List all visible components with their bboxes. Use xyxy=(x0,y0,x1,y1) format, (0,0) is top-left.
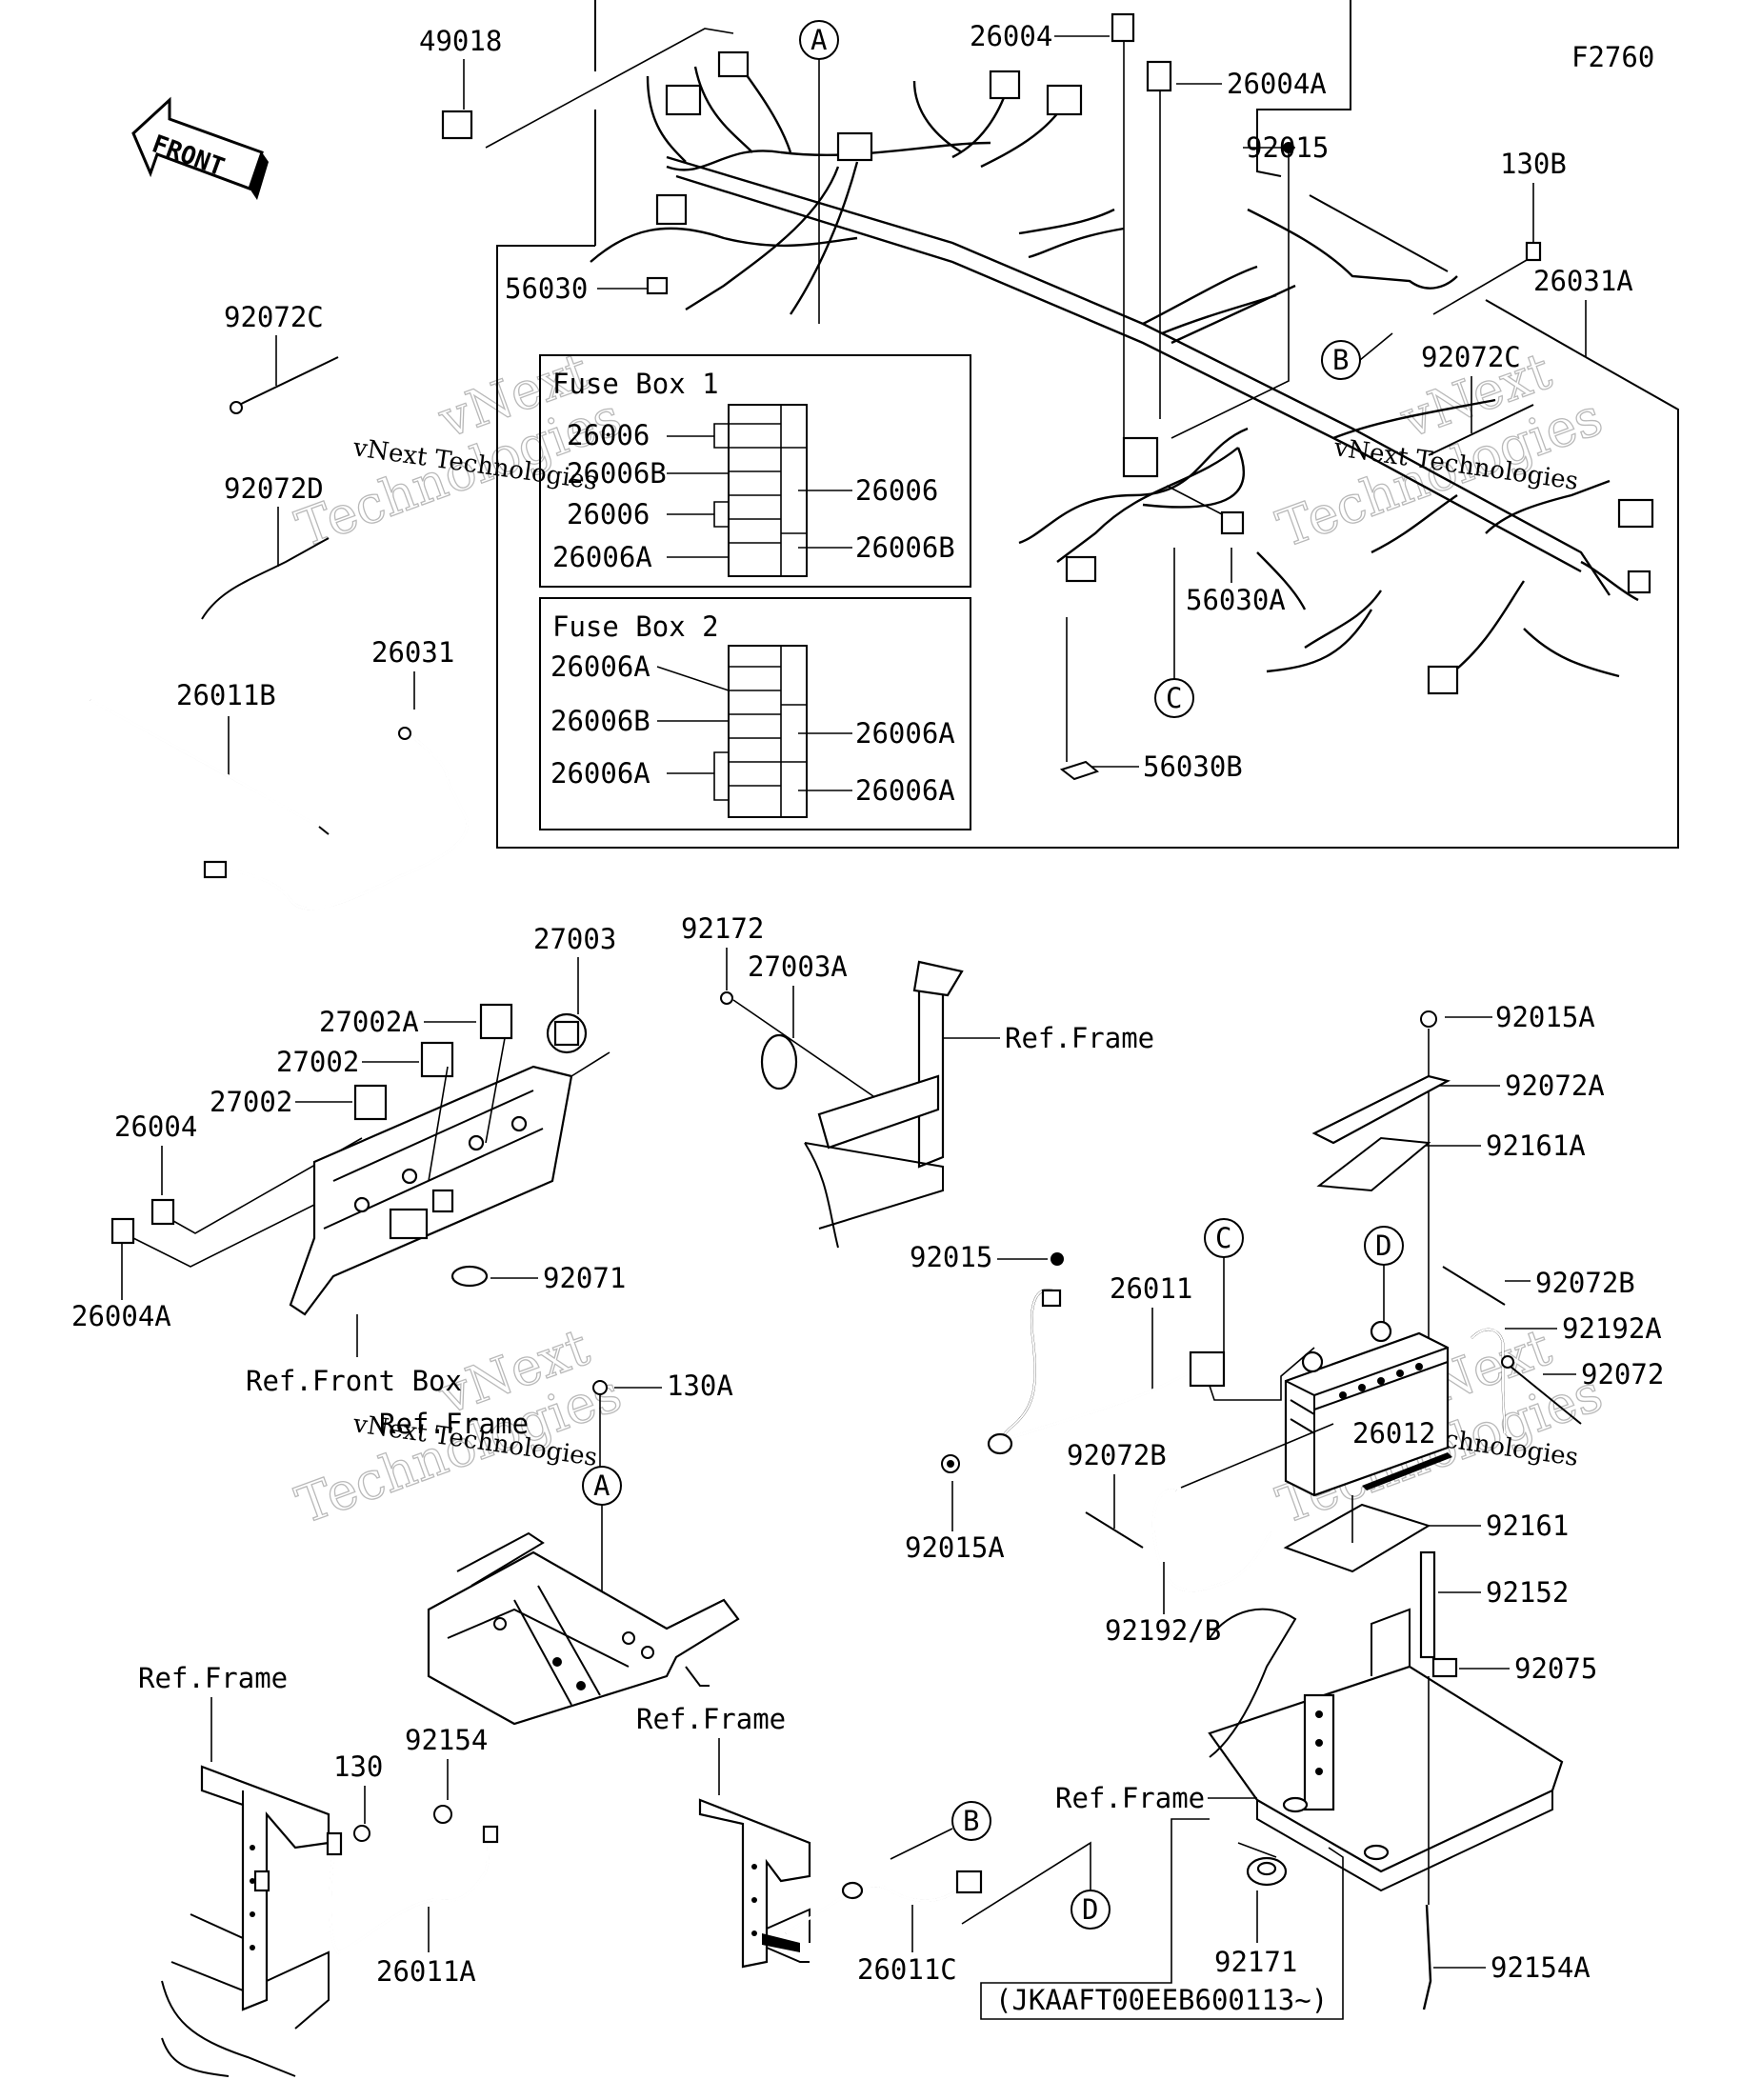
main-wire-harness xyxy=(590,50,1654,695)
horn-frame-assembly: 92172 27003A Ref.Frame xyxy=(681,912,1154,1249)
part-92072c-label: 92072C xyxy=(224,301,324,333)
part-26004-label: 26004 xyxy=(970,20,1052,52)
lower-center-cable-assembly: Ref.Frame 26011C xyxy=(636,1703,983,1986)
marker-d: D xyxy=(1375,1230,1391,1262)
part-26004a-label: 26004A xyxy=(71,1300,171,1332)
fuse-box-2-right-label: 26006A xyxy=(855,774,955,807)
part-27003a-label: 27003A xyxy=(748,950,848,983)
ref-frame-label: Ref.Frame xyxy=(379,1408,529,1440)
part-92072d-label: 92072D xyxy=(224,472,324,505)
part-56030a-label: 56030A xyxy=(1186,584,1286,616)
fuse-box-1-title: Fuse Box 1 xyxy=(552,368,719,400)
part-49018-label: 49018 xyxy=(419,25,502,57)
part-92015a-label: 92015A xyxy=(905,1531,1005,1564)
ref-frame-label: Ref.Frame xyxy=(636,1703,786,1735)
part-92015a-label: 92015A xyxy=(1495,1001,1595,1033)
fuse-box-1-left-label: 26006A xyxy=(552,541,652,573)
part-130a-label: 130A xyxy=(667,1370,733,1402)
part-92072-label: 92072 xyxy=(1581,1358,1664,1390)
ground-cable-assembly: Ref.Frame 130 92154 26011A xyxy=(138,1662,499,2077)
marker-c: C xyxy=(1215,1222,1231,1254)
part-26012-label: 26012 xyxy=(1352,1417,1435,1450)
part-92171-label: 92171 xyxy=(1214,1946,1297,1978)
fuse-box-1-left-label: 26006 xyxy=(567,498,650,530)
part-92192a-label: 92192A xyxy=(1562,1312,1662,1345)
front-box-assembly: 27003 27002A 27002 27002 26004 26004A xyxy=(71,923,626,1397)
fuse-box-2-left-label: 26006A xyxy=(550,757,650,790)
part-92154a-label: 92154A xyxy=(1491,1951,1591,1984)
fuse-box-1-right-label: 26006B xyxy=(855,531,955,564)
part-92161a-label: 92161A xyxy=(1486,1130,1586,1162)
part-92072b-label: 92072B xyxy=(1535,1267,1635,1299)
part-26011b-label: 26011B xyxy=(176,679,276,711)
fuse-box-1: Fuse Box 1 26006 26006B 26006 26006A 260… xyxy=(539,354,971,588)
marker-c: C xyxy=(1166,682,1182,714)
part-27002-label: 27002 xyxy=(210,1086,292,1118)
part-26011c-label: 26011C xyxy=(857,1953,957,1986)
part-92072b-label: 92072B xyxy=(1067,1439,1167,1471)
part-92192b-label: 92192/B xyxy=(1105,1614,1221,1647)
part-130b-label: 130B xyxy=(1500,148,1567,180)
top-left-parts: 49018 92072C 92072D 26011B 26031 xyxy=(90,25,734,910)
part-26031-label: 26031 xyxy=(371,636,454,669)
ref-front-box-label: Ref.Front Box xyxy=(246,1365,462,1397)
fuse-box-1-left-label: 26006B xyxy=(567,457,667,490)
part-26011-label: 26011 xyxy=(1110,1272,1192,1305)
part-26031a-label: 26031A xyxy=(1533,265,1633,297)
fuse-box-2-left-label: 26006A xyxy=(550,650,650,683)
part-92161-label: 92161 xyxy=(1486,1510,1569,1542)
fuse-box-2: Fuse Box 2 26006A 26006B 26006A 26006A 2… xyxy=(539,597,971,830)
part-56030-label: 56030 xyxy=(505,272,588,305)
part-92075-label: 92075 xyxy=(1514,1652,1597,1685)
ref-frame-label: Ref.Frame xyxy=(1005,1022,1154,1054)
part-26004a-label: 26004A xyxy=(1227,68,1327,100)
marker-b: B xyxy=(1332,344,1349,376)
part-27003-label: 27003 xyxy=(533,923,616,955)
ref-frame-label: Ref.Frame xyxy=(1055,1782,1205,1814)
part-92152-label: 92152 xyxy=(1486,1576,1569,1609)
part-92072c-label: 92072C xyxy=(1421,341,1521,373)
circle-markers: A B C C D A B D xyxy=(582,20,1404,1930)
part-26004-label: 26004 xyxy=(114,1110,197,1143)
fuse-box-2-title: Fuse Box 2 xyxy=(552,610,719,643)
part-92154-label: 92154 xyxy=(405,1724,488,1756)
fuse-box-2-left-label: 26006B xyxy=(550,705,650,737)
battery-assembly: 92015A 92072A 92161A 92072B 92192A 92072 xyxy=(980,1001,1664,2020)
fuse-box-1-right-label: 26006 xyxy=(855,474,938,507)
marker-d: D xyxy=(1082,1893,1098,1926)
part-92172-label: 92172 xyxy=(681,912,764,945)
marker-a: A xyxy=(810,24,827,56)
marker-a: A xyxy=(593,1470,610,1502)
part-26011a-label: 26011A xyxy=(376,1955,476,1988)
marker-b: B xyxy=(963,1805,979,1837)
fuse-box-2-right-label: 26006A xyxy=(855,717,955,750)
main-harness-frame xyxy=(496,0,1679,849)
battery-cables: 92015 26011 92015A 92072B 92192/B xyxy=(905,1241,1334,1647)
part-27002a-label: 27002A xyxy=(319,1006,419,1038)
diagram-code: F2760 xyxy=(1571,41,1654,73)
ref-frame-label: Ref.Frame xyxy=(138,1662,288,1694)
center-frame-assembly: 130A Ref.Frame xyxy=(379,1370,740,1726)
part-56030b-label: 56030B xyxy=(1143,750,1243,783)
fuse-box-1-left-label: 26006 xyxy=(567,419,650,451)
part-92071-label: 92071 xyxy=(543,1262,626,1294)
part-92015-label: 92015 xyxy=(910,1241,992,1273)
front-arrow: FRONT xyxy=(131,96,269,200)
part-130-label: 130 xyxy=(333,1750,383,1783)
part-27002-label: 27002 xyxy=(276,1046,359,1078)
part-92072a-label: 92072A xyxy=(1505,1070,1605,1102)
top-right-parts: 26004 26004A 92015 130B 26031A 92072C 56… xyxy=(505,12,1633,783)
serial-note: (JKAAFT00EEB600113~) xyxy=(995,1984,1328,2016)
